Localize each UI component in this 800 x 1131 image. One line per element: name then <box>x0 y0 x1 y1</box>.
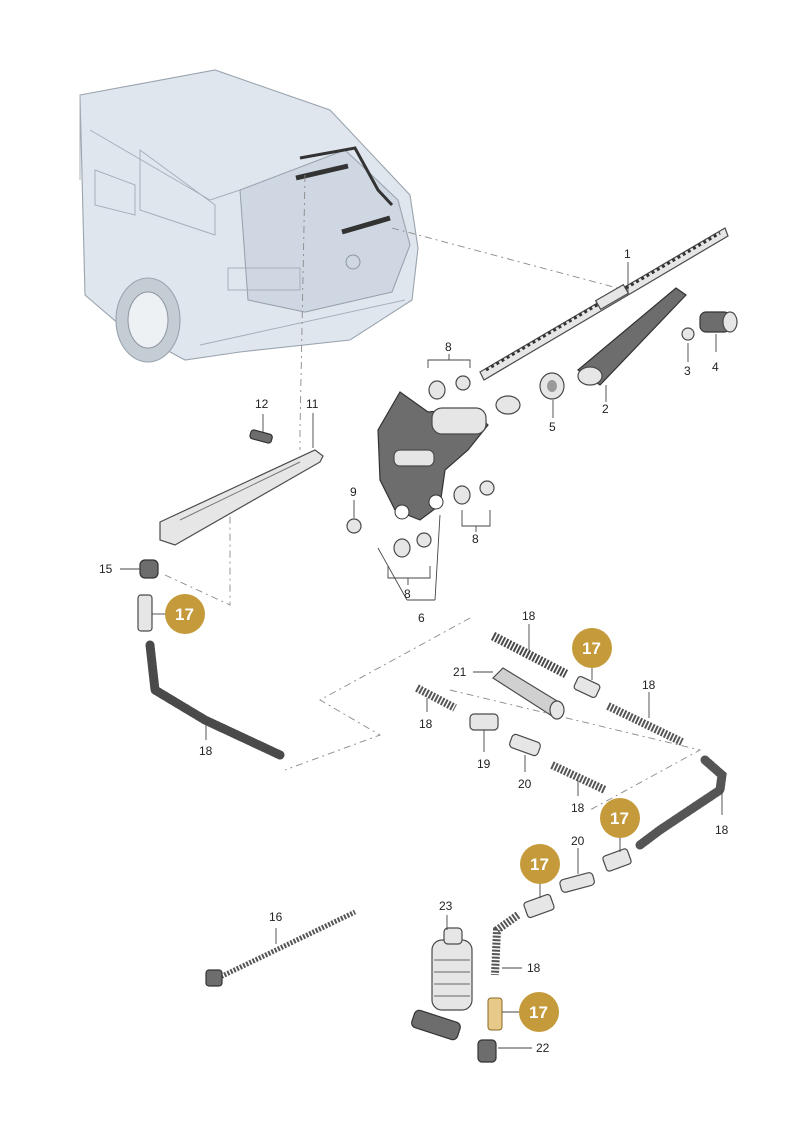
label-part-11: 11 <box>306 397 319 411</box>
label-part-18f: 18 <box>715 823 729 837</box>
label-part-6: 6 <box>418 611 425 625</box>
car-rear-view-icon <box>79 69 419 363</box>
wiper-blade-icon <box>479 227 729 381</box>
label-part-5: 5 <box>549 420 556 434</box>
svg-text:17: 17 <box>175 605 194 624</box>
sleeve-icon <box>137 594 153 632</box>
washer-pump-icon <box>411 927 473 1041</box>
assembly-guide-lines <box>164 174 702 811</box>
highlighted-sleeve-icon <box>487 997 503 1031</box>
grommet-icon <box>495 372 565 415</box>
label-part-12: 12 <box>255 397 269 411</box>
label-part-15: 15 <box>99 562 113 576</box>
sleeve-icon <box>602 848 632 872</box>
label-part-18g: 18 <box>527 961 541 975</box>
elbow-connector-icon <box>477 1039 497 1063</box>
label-part-1: 1 <box>624 247 631 261</box>
straight-connector-icon <box>559 872 595 893</box>
label-part-20b: 20 <box>571 834 585 848</box>
label-part-18d: 18 <box>419 717 433 731</box>
mesh-sleeve-icon <box>492 667 565 720</box>
nut-icon <box>346 518 362 534</box>
washer-hose-icon <box>635 755 727 850</box>
label-part-9: 9 <box>350 485 357 499</box>
svg-text:17: 17 <box>582 639 601 658</box>
straight-connector-icon <box>509 733 541 757</box>
wiper-arm-icon <box>577 287 687 386</box>
washer-hose-icon <box>550 761 607 794</box>
connector-icon <box>249 429 273 444</box>
svg-text:17: 17 <box>610 809 629 828</box>
label-part-20a: 20 <box>518 777 532 791</box>
wiper-motor-icon <box>377 391 489 521</box>
part-17-badge[interactable]: 17 <box>519 992 559 1032</box>
label-part-22: 22 <box>536 1041 550 1055</box>
washer-hose-icon <box>415 684 457 712</box>
label-part-18a: 18 <box>199 744 213 758</box>
rubber-mount-icon <box>428 375 471 400</box>
cap-icon <box>699 311 738 333</box>
washer-hose-icon <box>491 911 521 976</box>
part-17-badge[interactable]: 17 <box>520 844 560 884</box>
label-part-3: 3 <box>684 364 691 378</box>
trim-strip-icon <box>159 449 324 546</box>
label-part-19: 19 <box>477 757 491 771</box>
svg-text:17: 17 <box>529 1003 548 1022</box>
rubber-mount-icon <box>453 480 495 505</box>
label-part-18e: 18 <box>571 801 585 815</box>
label-part-23: 23 <box>439 899 453 913</box>
svg-text:17: 17 <box>530 855 549 874</box>
label-part-4: 4 <box>712 360 719 374</box>
label-part-18c: 18 <box>642 678 656 692</box>
washer-hose-icon <box>145 640 285 760</box>
label-part-2: 2 <box>602 402 609 416</box>
hose-connector-icon <box>139 559 159 579</box>
label-part-18b: 18 <box>522 609 536 623</box>
t-connector-icon <box>469 713 499 731</box>
part-17-badge[interactable]: 17 <box>572 628 612 668</box>
sleeve-icon <box>573 675 601 699</box>
label-part-16: 16 <box>269 910 283 924</box>
nut-icon <box>681 327 695 341</box>
sleeve-icon <box>523 893 555 919</box>
label-part-8a: 8 <box>445 340 452 354</box>
label-part-8b: 8 <box>472 532 479 546</box>
label-part-8c: 8 <box>404 587 411 601</box>
part-17-badge[interactable]: 17 <box>600 798 640 838</box>
cable-tie-icon <box>205 909 357 987</box>
rubber-mount-icon <box>393 532 432 558</box>
label-part-21: 21 <box>453 665 467 679</box>
part-17-badge[interactable]: 17 <box>165 594 205 634</box>
washer-hose-icon <box>606 702 684 746</box>
